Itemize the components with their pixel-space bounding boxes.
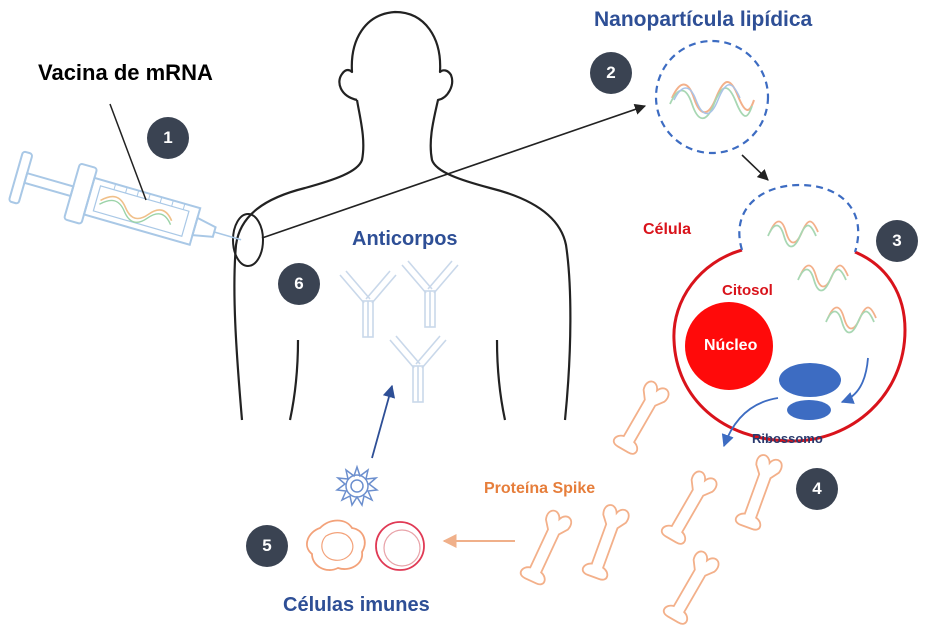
lipid-nanoparticle	[654, 39, 770, 155]
step-badge-6: 6	[278, 263, 320, 305]
injection-site-circle	[232, 213, 264, 267]
label-nanoparticle: Nanopartícula lipídica	[594, 8, 813, 31]
label-antibodies: Anticorpos	[352, 228, 458, 250]
immune-cells	[306, 464, 425, 571]
arrow-ribosome-out	[721, 397, 779, 448]
spike-protein	[612, 380, 670, 455]
spike-protein	[662, 550, 720, 625]
step-badge-4: 4	[796, 468, 838, 510]
vaccine-pointer-line	[109, 103, 147, 201]
arrow-to-antibodies	[371, 384, 396, 459]
step-badge-1: 1	[147, 117, 189, 159]
label-immune-cells: Células imunes	[283, 594, 430, 616]
mrna-strands	[767, 220, 877, 334]
nucleus	[685, 302, 773, 390]
immune-cell-round	[375, 521, 425, 571]
spike-protein	[581, 504, 630, 581]
label-nucleus: Núcleo	[704, 337, 758, 354]
label-vaccine: Vacina de mRNA	[38, 60, 213, 85]
cell-membrane	[672, 248, 907, 443]
spike-protein	[660, 470, 718, 545]
immune-cell-irregular	[306, 519, 366, 571]
label-cytosol: Citosol	[722, 282, 773, 299]
label-spike: Proteína Spike	[484, 480, 596, 497]
arrow-to-cell	[741, 154, 769, 181]
antibody	[389, 335, 447, 403]
arrow-to-nanoparticle	[261, 103, 647, 239]
step-badge-5: 5	[246, 525, 288, 567]
step-badge-3: 3	[876, 220, 918, 262]
syringe	[8, 150, 242, 247]
arrow-mrna-to-ribosome	[840, 357, 869, 404]
step-badge-2: 2	[590, 52, 632, 94]
dendritic-cell	[335, 464, 379, 507]
endosome	[738, 183, 860, 253]
label-cell: Célula	[643, 221, 692, 238]
antibody	[401, 260, 459, 328]
antibody	[339, 270, 397, 338]
spike-proteins	[519, 380, 783, 625]
ribosome	[779, 363, 841, 420]
antibodies	[339, 260, 459, 403]
spike-protein	[734, 454, 783, 531]
spike-protein	[519, 509, 573, 586]
human-silhouette	[233, 10, 572, 421]
label-ribosome: Ribossomo	[752, 431, 823, 446]
